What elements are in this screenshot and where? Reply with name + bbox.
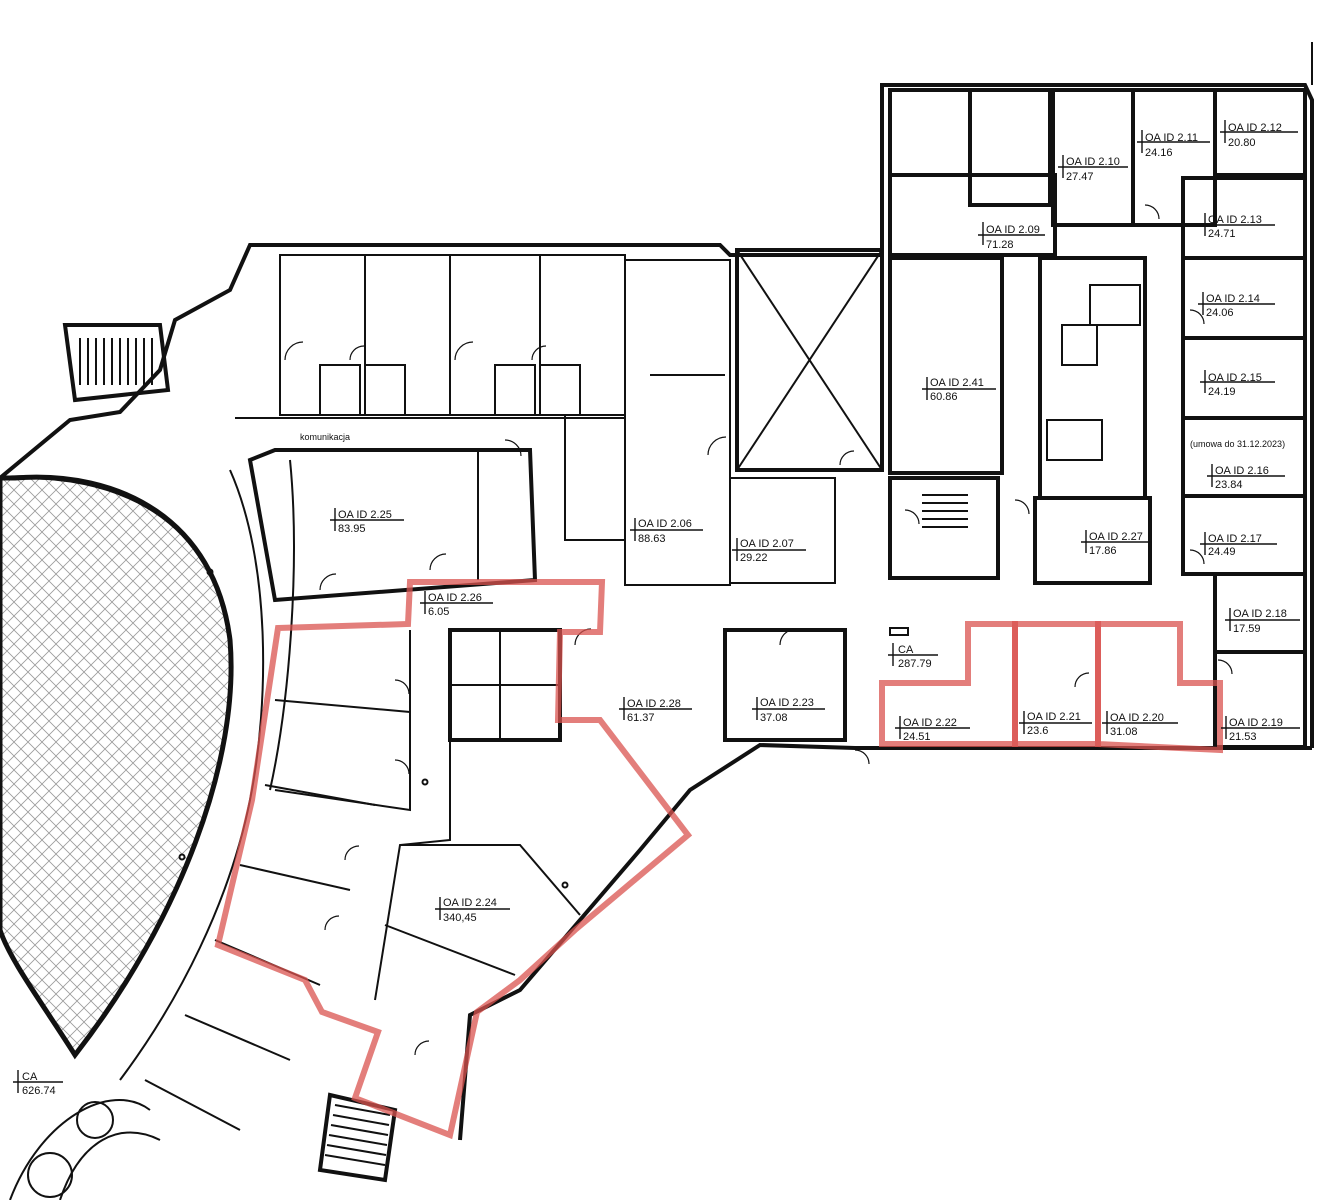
room-area: 83.95	[338, 523, 366, 535]
room-area: 24.16	[1145, 147, 1173, 159]
room-id: OA ID 2.23	[760, 697, 814, 709]
room-label-2-15: OA ID 2.15 24.19	[1200, 370, 1275, 398]
lease-note: (umowa do 31.12.2023)	[1190, 439, 1285, 449]
ca-label: CA	[22, 1071, 38, 1083]
room-area: 20.80	[1228, 137, 1256, 149]
misc-markers	[178, 568, 909, 889]
room-label-2-24: OA ID 2.24 340,45	[435, 897, 510, 924]
ca-area: 626.74	[22, 1085, 56, 1097]
room-label-2-13: OA ID 2.13 24.71	[1200, 213, 1275, 240]
room-id: OA ID 2.07	[740, 538, 794, 550]
room-label-2-06: OA ID 2.06 88.63	[630, 518, 703, 545]
room-area: 21.53	[1229, 731, 1257, 743]
corridor-label: komunikacja	[300, 432, 350, 442]
room-id: OA ID 2.26	[428, 592, 482, 604]
room-id: OA ID 2.24	[443, 897, 497, 909]
room-area: 88.63	[638, 533, 666, 545]
room-id: OA ID 2.18	[1233, 608, 1287, 620]
rotunda-bottom-left	[9, 1099, 161, 1200]
atrium-hatched-area	[0, 474, 234, 1060]
room-label-2-09: OA ID 2.09 71.28	[978, 222, 1045, 251]
room-area: 24.49	[1208, 546, 1236, 558]
left-wing-rooms	[247, 414, 836, 603]
room-id: OA ID 2.20	[1110, 712, 1164, 724]
room-label-2-14: OA ID 2.14 24.06	[1198, 292, 1275, 319]
room-area: 24.71	[1208, 228, 1236, 240]
room-label-2-16: OA ID 2.16 23.84	[1207, 464, 1285, 491]
room-label-2-17: OA ID 2.17 24.49	[1200, 532, 1277, 558]
highlighted-units	[214, 579, 1223, 1140]
room-label-2-41: OA ID 2.41 60.86	[922, 377, 996, 403]
room-area: 61.37	[627, 712, 655, 724]
shaft-void	[735, 248, 884, 472]
room-area: 23.84	[1215, 479, 1243, 491]
room-id: OA ID 2.17	[1208, 533, 1262, 545]
room-area: 24.19	[1208, 386, 1236, 398]
room-label-2-22: OA ID 2.22 24.51	[895, 716, 970, 743]
room-id: OA ID 2.21	[1027, 711, 1081, 723]
room-area: 60.86	[930, 391, 958, 403]
room-label-2-27: OA ID 2.27 17.86	[1081, 530, 1152, 557]
room-area: 27.47	[1066, 171, 1094, 183]
room-label-2-28: OA ID 2.28 61.37	[619, 697, 692, 724]
room-id: OA ID 2.06	[638, 518, 692, 530]
room-id: OA ID 2.13	[1208, 214, 1262, 226]
right-block	[888, 88, 1307, 749]
room-label-ca-main: CA 287.79	[888, 643, 938, 670]
room-id: OA ID 2.15	[1208, 372, 1262, 384]
room-area: 24.06	[1206, 307, 1234, 319]
room-id: OA ID 2.19	[1229, 717, 1283, 729]
room-id: OA ID 2.16	[1215, 465, 1269, 477]
ca-area: 287.79	[898, 658, 932, 670]
room-area: 37.08	[760, 712, 788, 724]
door-swings	[284, 204, 1233, 1056]
room-label-2-21: OA ID 2.21 23.6	[1019, 711, 1092, 737]
room-label-2-11: OA ID 2.11 24.16	[1137, 130, 1210, 159]
room-label-2-19: OA ID 2.19 21.53	[1221, 716, 1300, 743]
room-id: OA ID 2.14	[1206, 293, 1260, 305]
room-area: 17.59	[1233, 623, 1261, 635]
room-id: OA ID 2.10	[1066, 156, 1120, 168]
stair-block-top-left	[62, 323, 171, 403]
room-label-2-10: OA ID 2.10 27.47	[1058, 155, 1128, 183]
room-area: 71.28	[986, 239, 1014, 251]
room-id: OA ID 2.22	[903, 717, 957, 729]
ca-label: CA	[898, 644, 914, 656]
room-area: 23.6	[1027, 725, 1048, 737]
room-label-2-25: OA ID 2.25 83.95	[330, 508, 404, 535]
middle-rooms	[274, 628, 847, 1001]
room-label-2-12: OA ID 2.12 20.80	[1220, 120, 1298, 149]
room-area: 24.51	[903, 731, 931, 743]
room-id: OA ID 2.09	[986, 224, 1040, 236]
room-label-2-23: OA ID 2.23 37.08	[752, 697, 825, 724]
room-area: 340,45	[443, 912, 477, 924]
room-id: OA ID 2.11	[1145, 132, 1198, 144]
room-label-2-07: OA ID 2.07 29.22	[732, 538, 806, 564]
room-labels: OA ID 2.09 71.28 OA ID 2.10 27.47 OA ID …	[13, 120, 1300, 1097]
room-label-2-20: OA ID 2.20 31.08	[1102, 711, 1178, 738]
room-id: OA ID 2.41	[930, 377, 984, 389]
room-id: OA ID 2.25	[338, 509, 392, 521]
room-id: OA ID 2.12	[1228, 122, 1282, 134]
room-label-ca-left: CA 626.74	[13, 1070, 63, 1097]
room-area: 31.08	[1110, 726, 1138, 738]
room-area: 17.86	[1089, 545, 1117, 557]
room-id: OA ID 2.28	[627, 698, 681, 710]
room-label-2-26: OA ID 2.26 6.05	[420, 591, 493, 618]
room-label-2-18: OA ID 2.18 17.59	[1225, 608, 1300, 635]
room-id: OA ID 2.27	[1089, 531, 1143, 543]
room-area: 29.22	[740, 552, 768, 564]
room-area: 6.05	[428, 606, 449, 618]
